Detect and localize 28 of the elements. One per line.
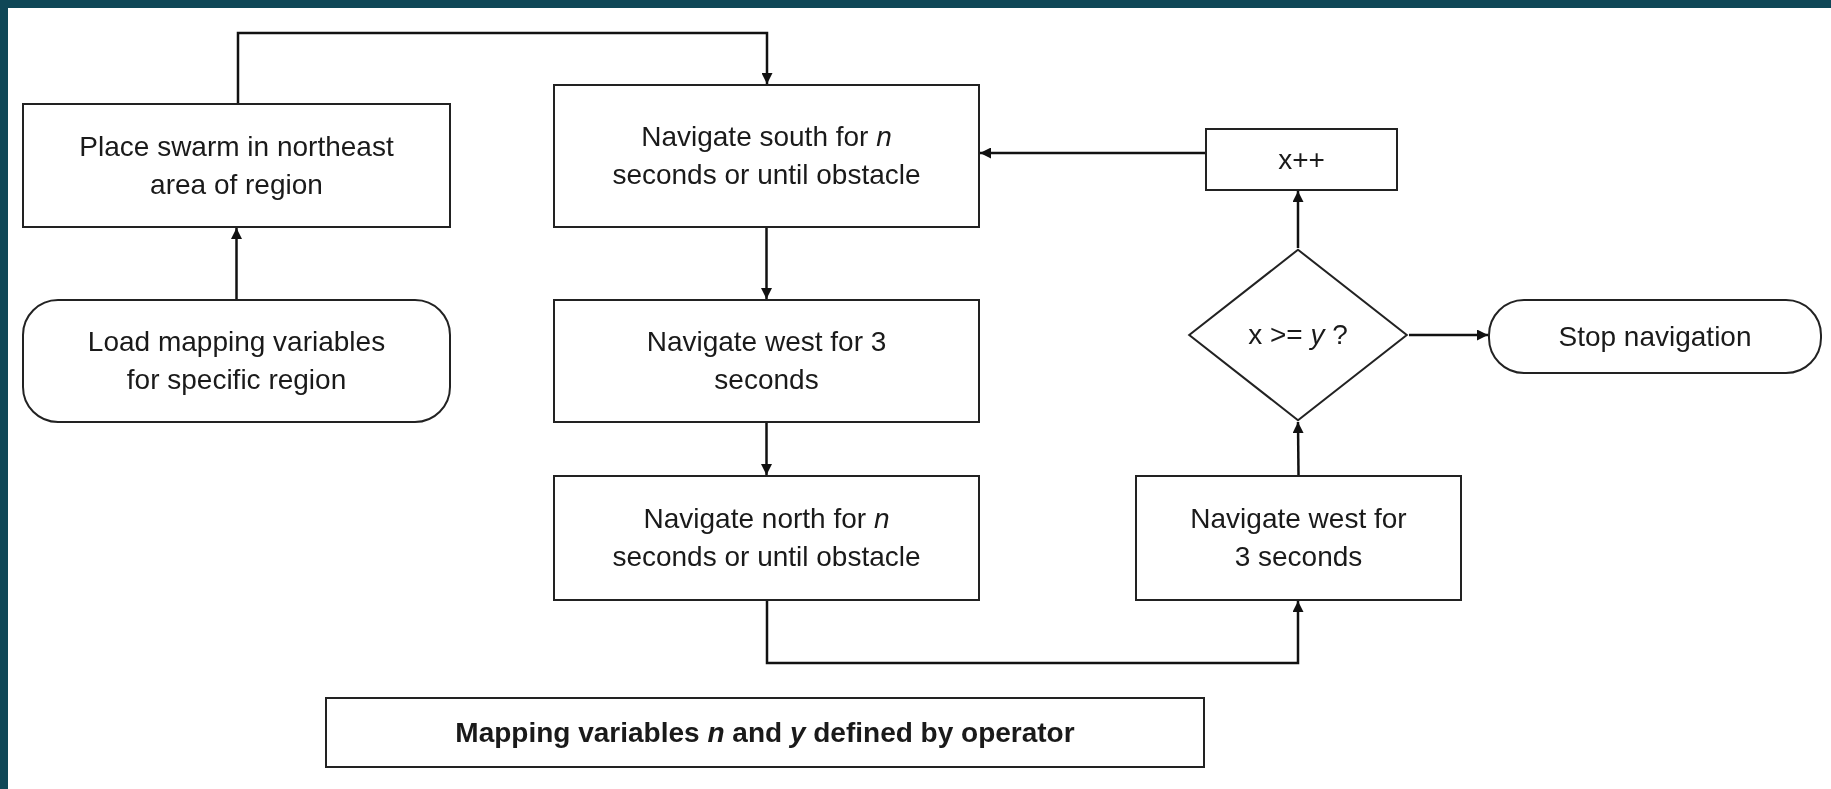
box-text: Navigate north for n seconds or until obstacle — [611, 502, 922, 574]
terminal-box — [22, 299, 451, 423]
process-box — [553, 475, 980, 601]
arrow — [1292, 422, 1304, 475]
process-box — [325, 697, 1205, 768]
box-text: x++ — [1277, 142, 1326, 177]
process-box — [553, 299, 980, 423]
process-box — [22, 103, 451, 228]
arrow — [1409, 329, 1488, 341]
decision-diamond — [1187, 248, 1409, 422]
arrow — [765, 601, 1304, 665]
arrow — [231, 228, 242, 299]
box-text: Load mapping variables for specific region — [86, 325, 387, 397]
arrow — [1292, 191, 1304, 248]
box-text: Navigate south for n seconds or until obstacle — [611, 120, 922, 192]
box-text: Place swarm in northeast area of region — [78, 129, 395, 202]
process-box — [553, 84, 980, 228]
arrow — [761, 423, 772, 475]
box-text: Mapping variables n and y defined by operator — [454, 715, 1076, 750]
arrow — [980, 147, 1205, 159]
arrow — [761, 228, 772, 299]
box-text: Navigate west for 3 seconds — [1189, 502, 1408, 574]
box-text: Navigate west for 3 seconds — [645, 325, 888, 397]
process-box — [1135, 475, 1462, 601]
box-text: x >= y ? — [1247, 318, 1349, 353]
process-box — [1205, 128, 1398, 191]
arrow — [236, 31, 773, 103]
box-text: Stop navigation — [1557, 319, 1753, 354]
